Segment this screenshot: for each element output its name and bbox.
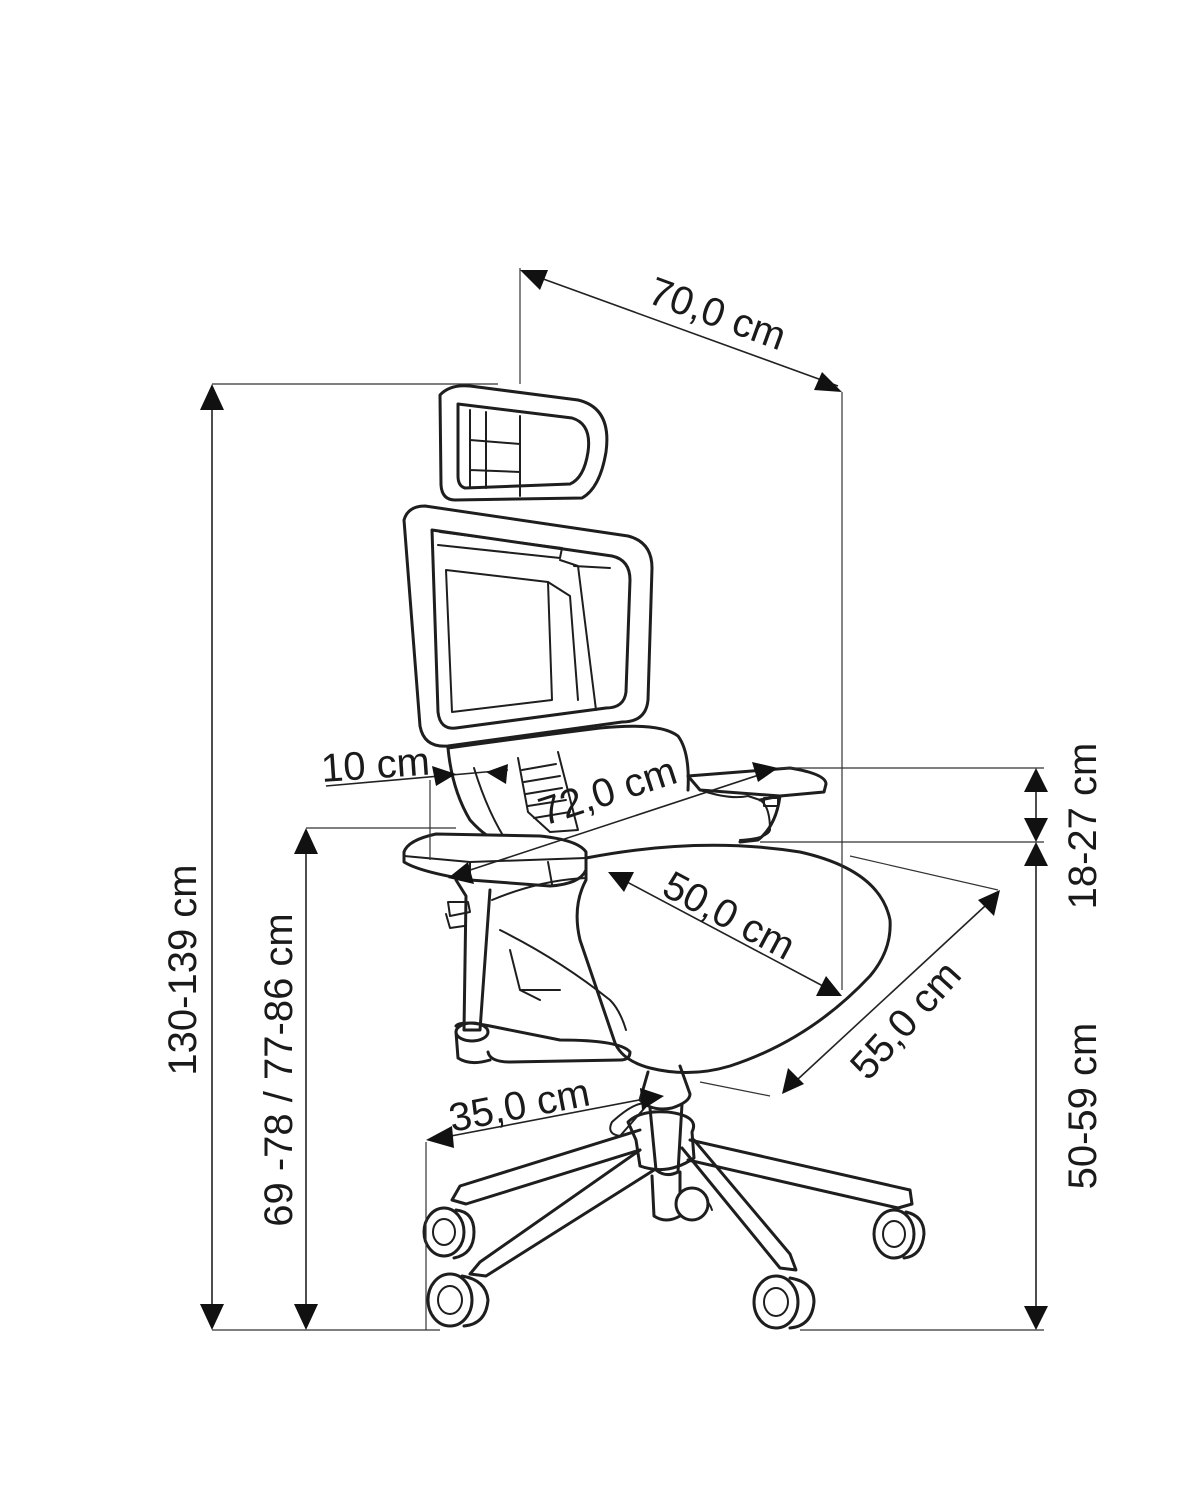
caster-front <box>752 1274 816 1330</box>
chair-drawing <box>402 384 926 1330</box>
caster-back <box>674 1186 710 1222</box>
label-seat-height: 50-59 cm <box>1061 1023 1105 1190</box>
label-armrest-width: 72,0 cm <box>533 749 682 835</box>
caster-right <box>872 1208 926 1260</box>
right-armrest <box>686 766 828 844</box>
label-armrest-adjust: 18-27 cm <box>1061 743 1105 910</box>
backrest <box>402 504 654 748</box>
label-lumbar: 10 cm <box>320 739 432 790</box>
left-armrest <box>402 832 588 1032</box>
label-total-height: 130-139 cm <box>161 864 205 1075</box>
caster-left-front <box>426 1272 490 1328</box>
dimension-labels: 70,0 cm 130-139 cm 69 -78 / 77-86 cm 10 … <box>161 269 1105 1227</box>
dimension-lines <box>200 268 1048 1331</box>
seat <box>454 843 892 1074</box>
label-seat-depth: 50,0 cm <box>656 863 802 969</box>
casters <box>422 1186 926 1330</box>
label-armrest-heights: 69 -78 / 77-86 cm <box>257 913 301 1227</box>
label-base-radius: 35,0 cm <box>445 1070 593 1140</box>
label-depth-top: 70,0 cm <box>643 269 792 359</box>
caster-left-back <box>422 1206 476 1260</box>
headrest <box>438 384 609 502</box>
chair-base <box>450 1110 914 1278</box>
